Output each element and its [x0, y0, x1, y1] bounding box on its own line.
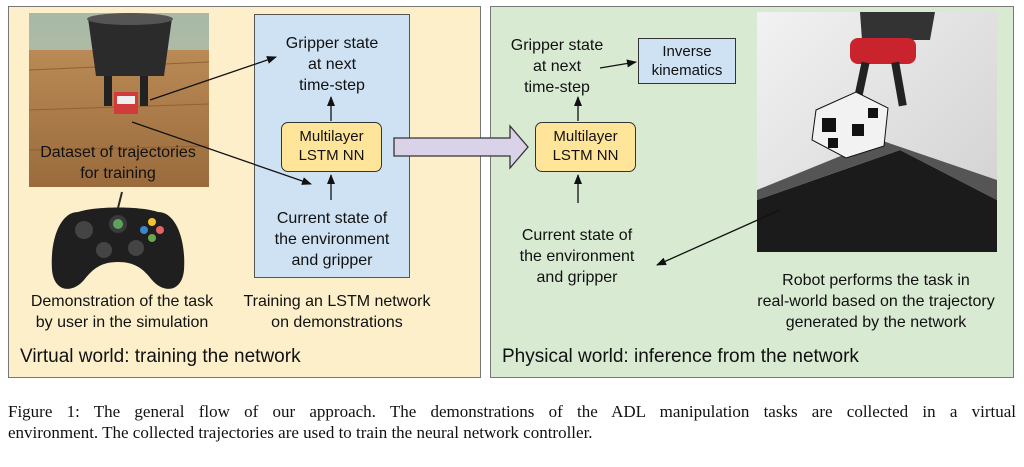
- dataset-label: Dataset of trajectories for training: [18, 142, 218, 184]
- inverse-kinematics-box: Inverse kinematics: [638, 38, 736, 84]
- robot-label-line2: real-world based on the trajectory: [757, 293, 995, 310]
- right-lstm-box: Multilayer LSTM NN: [535, 122, 636, 172]
- left-lstm-line1: Multilayer: [299, 128, 364, 145]
- right-current-state-line2: the environment: [519, 248, 635, 265]
- right-gripper-next-line1: Gripper state: [510, 37, 604, 54]
- dataset-label-line2: for training: [80, 165, 156, 182]
- robot-label: Robot performs the task in real-world ba…: [740, 270, 1012, 333]
- arrow-sim-to-gripper-next: [149, 56, 277, 101]
- right-gripper-next-line2: at next: [532, 58, 582, 75]
- right-gripper-next-line3: time-step: [524, 79, 590, 96]
- training-label: Training an LSTM network on demonstratio…: [226, 291, 448, 333]
- left-current-state-line1: Current state of: [276, 210, 388, 227]
- caption-line1: Figure 1: The general flow of our approa…: [8, 402, 1016, 421]
- demonstration-label-line1: Demonstration of the task: [30, 293, 214, 310]
- inverse-kinematics-line2: kinematics: [651, 62, 723, 79]
- virtual-world-title: Virtual world: training the network: [20, 346, 301, 367]
- robot-label-line1: Robot performs the task in: [782, 272, 970, 289]
- left-current-state-line3: and gripper: [291, 252, 373, 269]
- physical-world-title: Physical world: inference from the netwo…: [502, 346, 859, 367]
- left-current-state-label: Current state of the environment and gri…: [254, 208, 410, 271]
- right-current-state-line1: Current state of: [521, 227, 633, 244]
- left-gripper-next-line3: time-step: [299, 77, 365, 94]
- demonstration-label: Demonstration of the task by user in the…: [14, 291, 230, 333]
- left-lstm-line2: LSTM NN: [298, 147, 365, 164]
- right-current-state-line3: and gripper: [536, 269, 618, 286]
- left-current-state-line2: the environment: [274, 231, 390, 248]
- arrow-robot-to-current-state: [656, 209, 781, 266]
- caption-line2: environment. The collected trajectories …: [8, 423, 593, 442]
- arrow-gripper-next-to-ik: [599, 59, 637, 69]
- robot-label-line3: generated by the network: [785, 314, 967, 331]
- arrow-dataset-to-current-state: [131, 121, 312, 185]
- right-current-state-label: Current state of the environment and gri…: [500, 225, 654, 288]
- left-gripper-next-line1: Gripper state: [285, 35, 379, 52]
- right-gripper-next-label: Gripper state at next time-step: [497, 35, 617, 98]
- inverse-kinematics-line1: Inverse: [662, 43, 712, 60]
- right-lstm-line1: Multilayer: [553, 128, 618, 145]
- figure-caption: Figure 1: The general flow of our approa…: [8, 401, 1016, 443]
- left-gripper-next-label: Gripper state at next time-step: [254, 33, 410, 96]
- transfer-arrow: [393, 124, 529, 170]
- right-lstm-line2: LSTM NN: [552, 147, 619, 164]
- demonstration-label-line2: by user in the simulation: [35, 314, 209, 331]
- left-lstm-box: Multilayer LSTM NN: [281, 122, 382, 172]
- dataset-label-line1: Dataset of trajectories: [40, 144, 196, 161]
- training-label-line1: Training an LSTM network: [243, 293, 431, 310]
- training-label-line2: on demonstrations: [271, 314, 403, 331]
- left-gripper-next-line2: at next: [307, 56, 357, 73]
